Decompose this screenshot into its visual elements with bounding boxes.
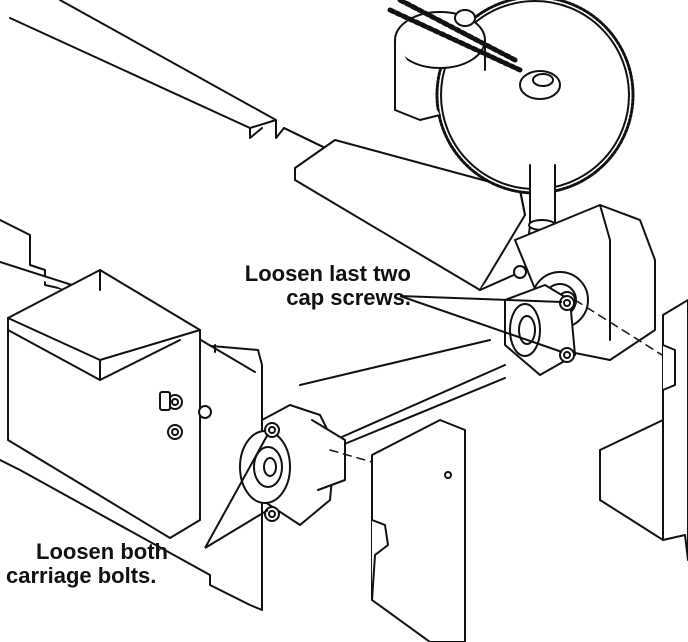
leader-carriage-bolt-1 <box>204 433 269 549</box>
leader-carriage-bolt-2 <box>204 509 269 549</box>
carriage-bolts-callout: Loosen both carriage bolts. <box>6 540 226 588</box>
cap-screws-callout: Loosen last two cap screws. <box>196 262 411 310</box>
cap-screws-callout-line1: Loosen last two <box>244 261 411 286</box>
carriage-bolts <box>264 422 280 522</box>
drive-sprocket-chain <box>387 0 523 121</box>
leader-cap-screw-1 <box>399 295 563 303</box>
right-edge-panel <box>599 299 688 561</box>
left-box-housing <box>7 269 212 539</box>
support-post <box>528 164 556 231</box>
drive-shaft <box>299 339 506 451</box>
cap-screws-callout-line2: cap screws. <box>286 285 411 310</box>
leader-lines <box>204 295 563 549</box>
leader-cap-screw-2 <box>399 295 563 353</box>
carriage-bolts-callout-line1: Loosen both <box>36 539 168 564</box>
cap-screws <box>559 295 575 363</box>
upper-frame-rail <box>9 0 351 161</box>
lower-panel <box>371 419 466 642</box>
right-flange-bearing <box>504 284 576 376</box>
carriage-bolts-callout-line2: carriage bolts. <box>6 563 157 588</box>
